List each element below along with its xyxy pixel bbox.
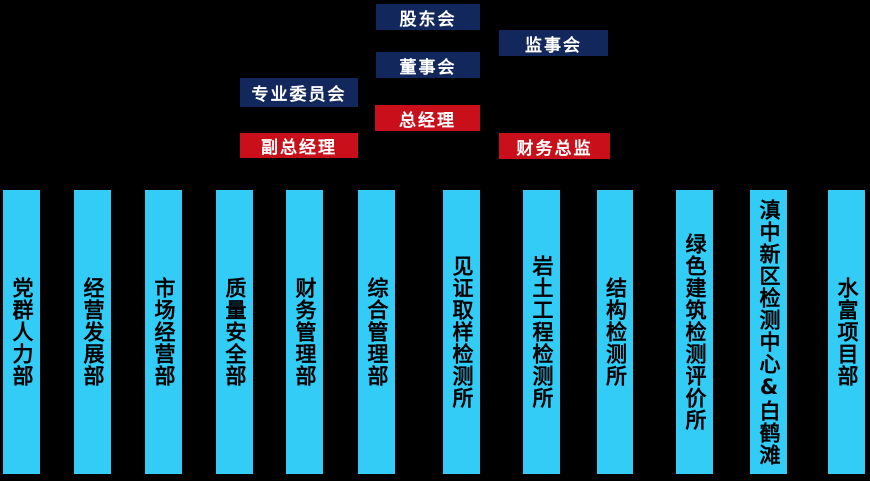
department-label: 综合管理部: [365, 277, 390, 387]
department-label: 滇中新区检测中心&白鹤滩: [757, 198, 782, 466]
department-label: 绿色建筑检测评价所: [683, 233, 708, 431]
department-label: 经营发展部: [81, 277, 106, 387]
department-label: 市场经营部: [152, 277, 177, 387]
department-bar-party-hr: 党群人力部: [3, 190, 40, 474]
department-bar-business-development: 经营发展部: [74, 190, 111, 474]
org-node-finance-director: 财务总监: [499, 133, 610, 159]
department-bar-shuifu-project: 水富项目部: [828, 190, 865, 474]
department-bar-finance-management: 财务管理部: [286, 190, 323, 474]
department-label: 财务管理部: [293, 277, 318, 387]
department-bar-general-management: 综合管理部: [358, 190, 395, 474]
department-label: 见证取样检测所: [450, 255, 475, 409]
org-node-shareholders: 股东会: [376, 4, 480, 30]
department-bar-market-operations: 市场经营部: [145, 190, 182, 474]
department-label: 党群人力部: [10, 277, 35, 387]
department-label: 岩土工程检测所: [530, 255, 555, 409]
org-node-deputy-general-manager: 副总经理: [240, 133, 358, 158]
department-bar-dianzhong-baihetan-center: 滇中新区检测中心&白鹤滩: [750, 190, 787, 474]
department-label: 质量安全部: [223, 277, 248, 387]
department-bar-witness-sampling-testing: 见证取样检测所: [443, 190, 480, 474]
org-node-supervisory-board: 监事会: [499, 30, 608, 56]
department-label: 结构检测所: [603, 277, 628, 387]
org-node-general-manager: 总经理: [375, 105, 480, 131]
department-label: 水富项目部: [835, 277, 860, 387]
department-bar-structural-testing: 结构检测所: [597, 190, 633, 474]
department-bar-green-building-evaluation: 绿色建筑检测评价所: [676, 190, 713, 474]
org-node-board-of-directors: 董事会: [376, 52, 480, 78]
department-bar-quality-safety: 质量安全部: [216, 190, 253, 474]
org-node-professional-committee: 专业委员会: [240, 78, 358, 107]
department-bar-geotechnical-testing: 岩土工程检测所: [523, 190, 560, 474]
